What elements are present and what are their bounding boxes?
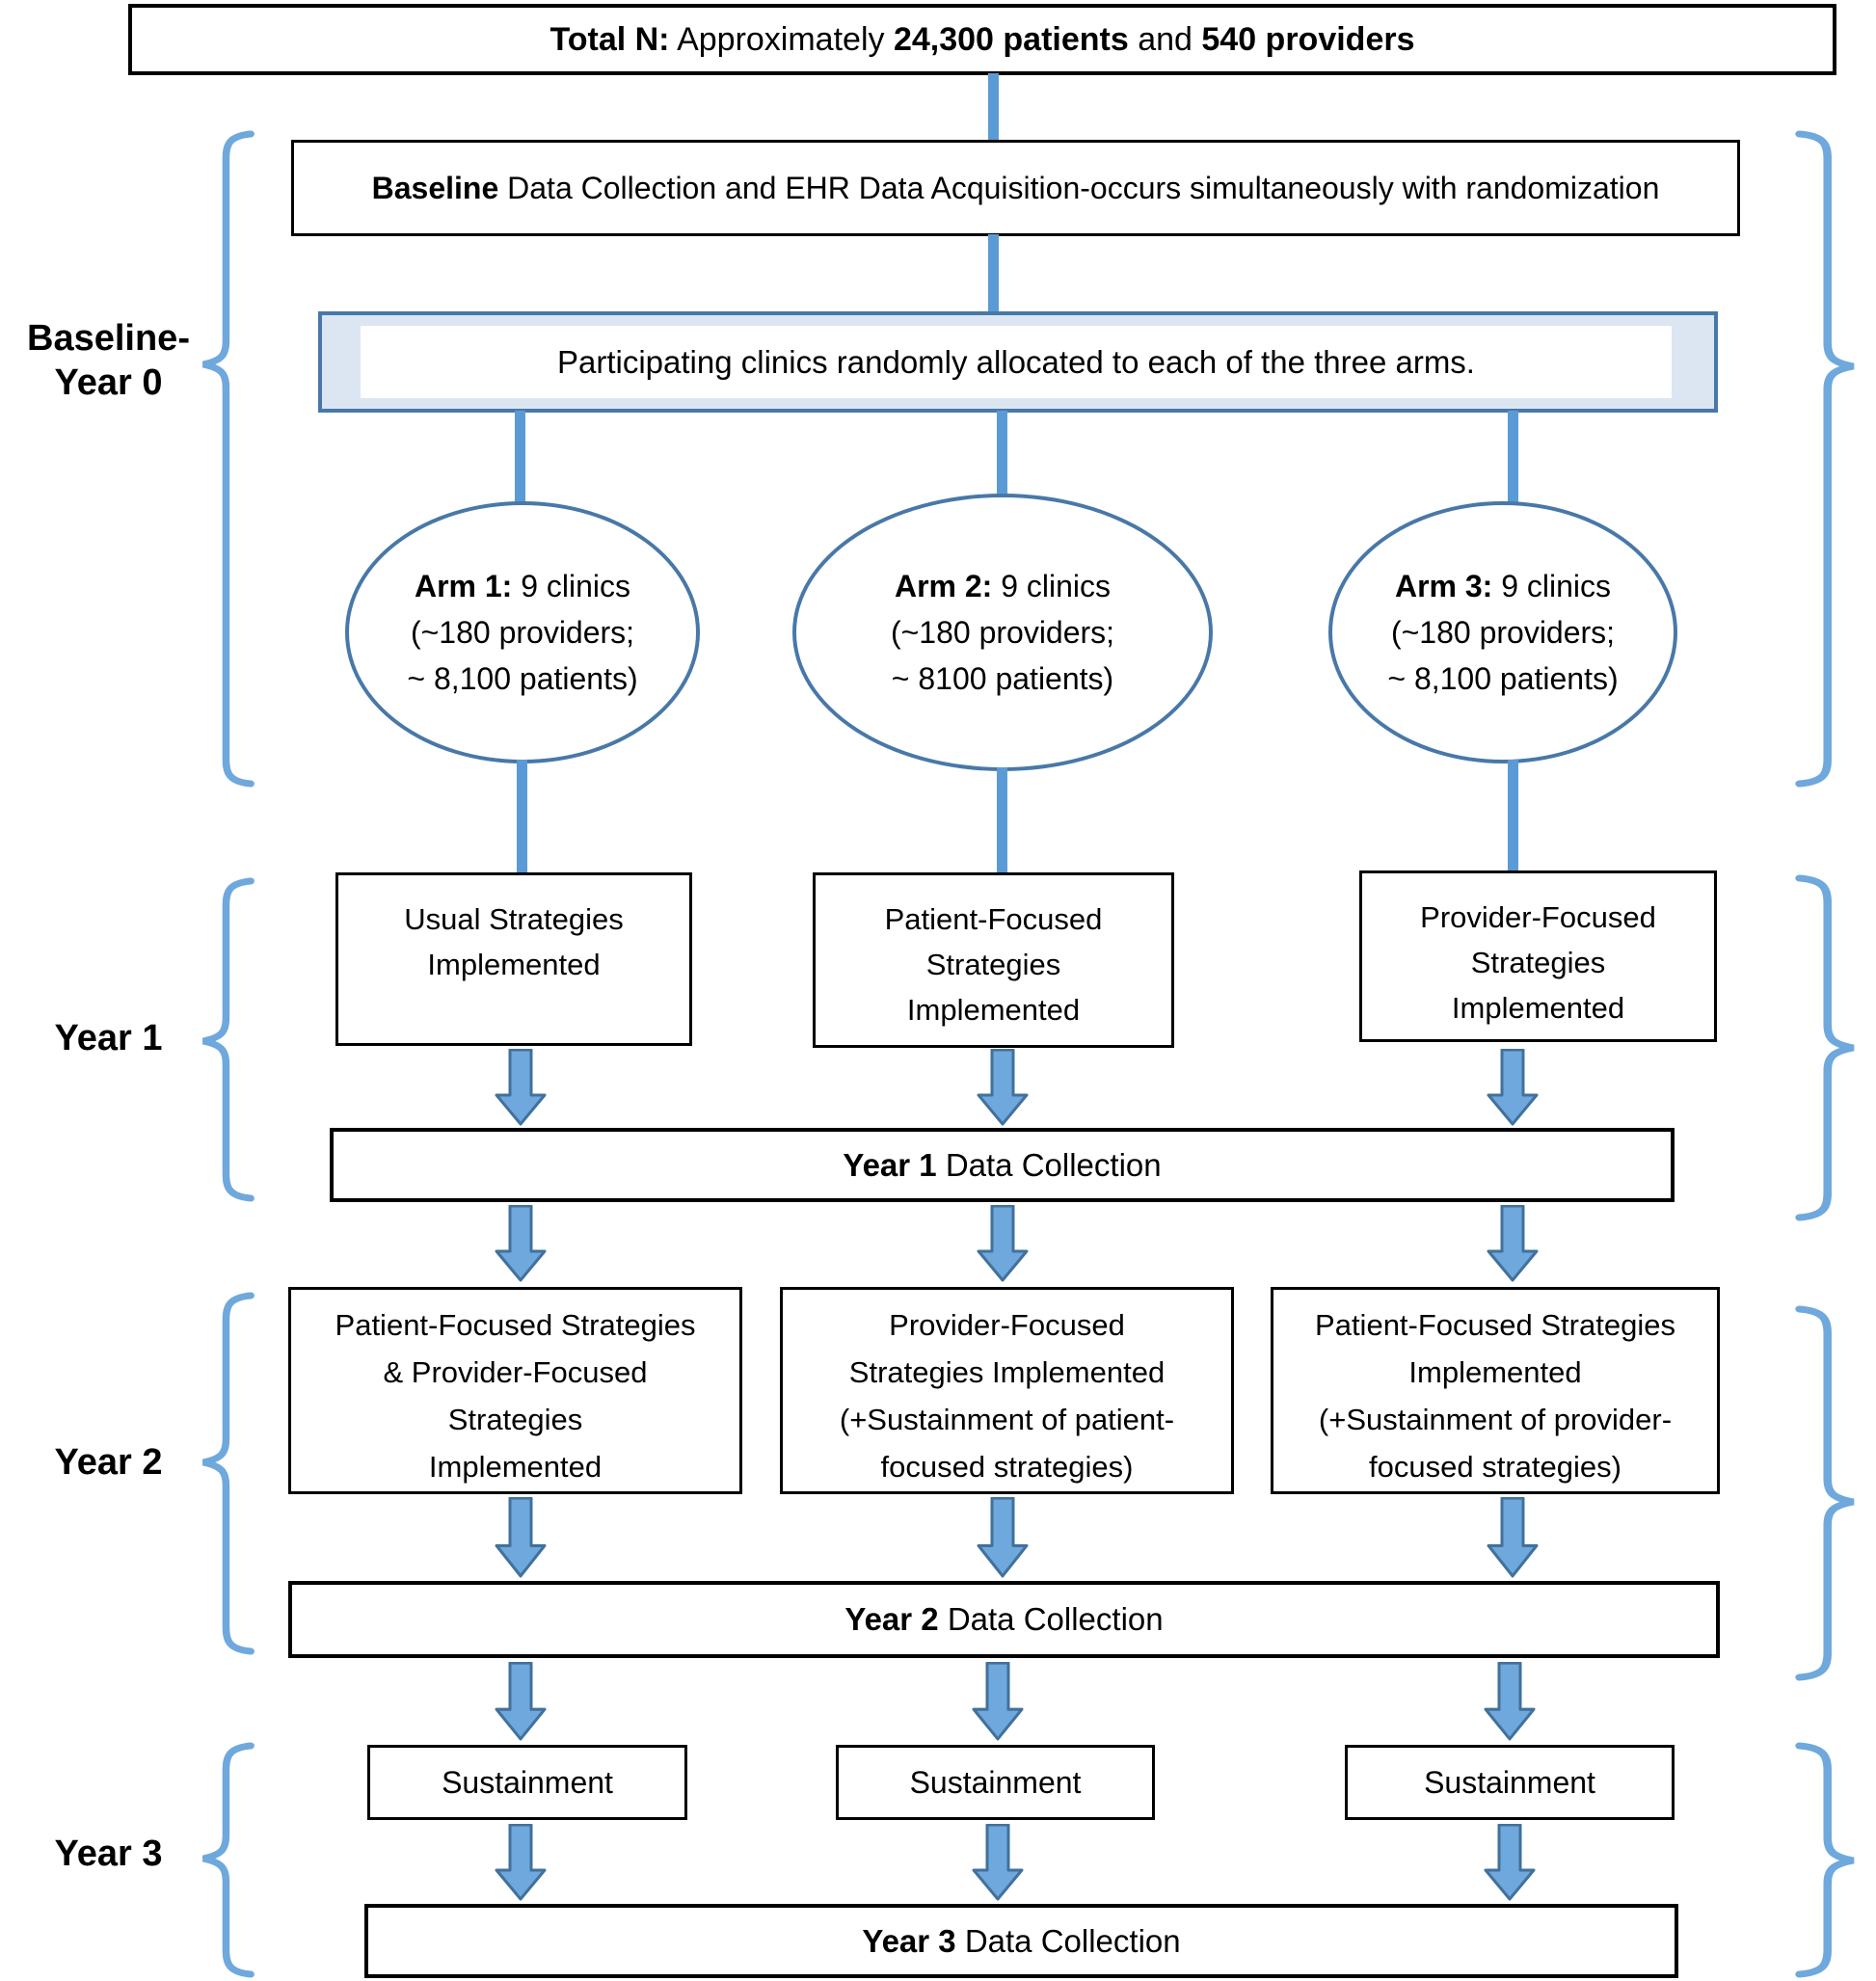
arm2-ellipse: Arm 2: 9 clinics (~180 providers; ~ 8100… bbox=[792, 494, 1213, 771]
connector-line bbox=[1508, 411, 1518, 507]
year3-arm1-sustainment-box: Sustainment bbox=[367, 1745, 687, 1820]
down-arrow-icon bbox=[1484, 1662, 1536, 1741]
left-brace-year2 bbox=[201, 1292, 255, 1655]
year3-arm2-sustainment-box: Sustainment bbox=[836, 1745, 1155, 1820]
right-brace-year1 bbox=[1795, 874, 1855, 1221]
year3-data-collection-bar: Year 3 Data Collection bbox=[364, 1904, 1678, 1978]
allocation-box-inner: Participating clinics randomly allocated… bbox=[361, 326, 1672, 398]
phase-label-year3: Year 3 bbox=[54, 1834, 163, 1874]
phase-label-year1: Year 1 bbox=[54, 1018, 163, 1058]
phase-label-year2: Year 2 bbox=[54, 1442, 163, 1483]
year1-usual-strategies-box: Usual Strategies Implemented bbox=[335, 872, 692, 1046]
year1-provider-focused-box: Provider-Focused Strategies Implemented bbox=[1359, 870, 1717, 1042]
right-brace-baseline bbox=[1795, 130, 1855, 788]
connector-line bbox=[997, 411, 1007, 499]
connector-line bbox=[517, 760, 527, 874]
year1-patient-focused-box: Patient-Focused Strategies Implemented bbox=[813, 872, 1174, 1048]
phase-label-baseline-year0: Baseline- Year 0 bbox=[27, 318, 190, 403]
down-arrow-icon bbox=[977, 1205, 1029, 1282]
connector-line bbox=[1508, 760, 1518, 872]
left-brace-baseline bbox=[201, 130, 255, 788]
left-brace-year3 bbox=[201, 1742, 255, 1978]
allocation-box: Participating clinics randomly allocated… bbox=[318, 311, 1718, 413]
year1-data-collection-bar: Year 1 Data Collection bbox=[330, 1128, 1675, 1202]
total-n-text: Total N: Approximately 24,300 patients a… bbox=[549, 20, 1415, 58]
down-arrow-icon bbox=[495, 1662, 547, 1741]
down-arrow-icon bbox=[1487, 1205, 1539, 1282]
connector-line bbox=[988, 73, 999, 142]
down-arrow-icon bbox=[495, 1205, 547, 1282]
connector-line bbox=[988, 234, 999, 313]
right-brace-year2 bbox=[1795, 1305, 1855, 1681]
year3-arm3-sustainment-box: Sustainment bbox=[1345, 1745, 1675, 1820]
total-n-box: Total N: Approximately 24,300 patients a… bbox=[128, 4, 1836, 75]
down-arrow-icon bbox=[1484, 1824, 1536, 1901]
down-arrow-icon bbox=[972, 1662, 1024, 1741]
down-arrow-icon bbox=[1487, 1049, 1539, 1126]
down-arrow-icon bbox=[495, 1049, 547, 1126]
year2-arm1-strategies-box: Patient-Focused Strategies & Provider-Fo… bbox=[288, 1287, 742, 1494]
left-brace-year1 bbox=[201, 877, 255, 1202]
connector-line bbox=[515, 411, 525, 507]
down-arrow-icon bbox=[977, 1049, 1029, 1126]
connector-line bbox=[997, 767, 1007, 874]
year2-data-collection-bar: Year 2 Data Collection bbox=[288, 1581, 1720, 1658]
down-arrow-icon bbox=[495, 1824, 547, 1901]
year2-arm3-strategies-box: Patient-Focused Strategies Implemented (… bbox=[1271, 1287, 1720, 1494]
baseline-text: Baseline Data Collection and EHR Data Ac… bbox=[371, 170, 1660, 205]
down-arrow-icon bbox=[977, 1497, 1029, 1578]
year2-arm2-strategies-box: Provider-Focused Strategies Implemented … bbox=[780, 1287, 1234, 1494]
arm3-ellipse: Arm 3: 9 clinics (~180 providers; ~ 8,10… bbox=[1328, 501, 1677, 763]
allocation-text: Participating clinics randomly allocated… bbox=[557, 343, 1475, 380]
down-arrow-icon bbox=[972, 1824, 1024, 1901]
down-arrow-icon bbox=[495, 1497, 547, 1578]
arm1-ellipse: Arm 1: 9 clinics (~180 providers; ~ 8,10… bbox=[345, 501, 700, 763]
right-brace-year3 bbox=[1795, 1742, 1855, 1978]
baseline-data-collection-box: Baseline Data Collection and EHR Data Ac… bbox=[291, 140, 1740, 236]
down-arrow-icon bbox=[1487, 1497, 1539, 1578]
